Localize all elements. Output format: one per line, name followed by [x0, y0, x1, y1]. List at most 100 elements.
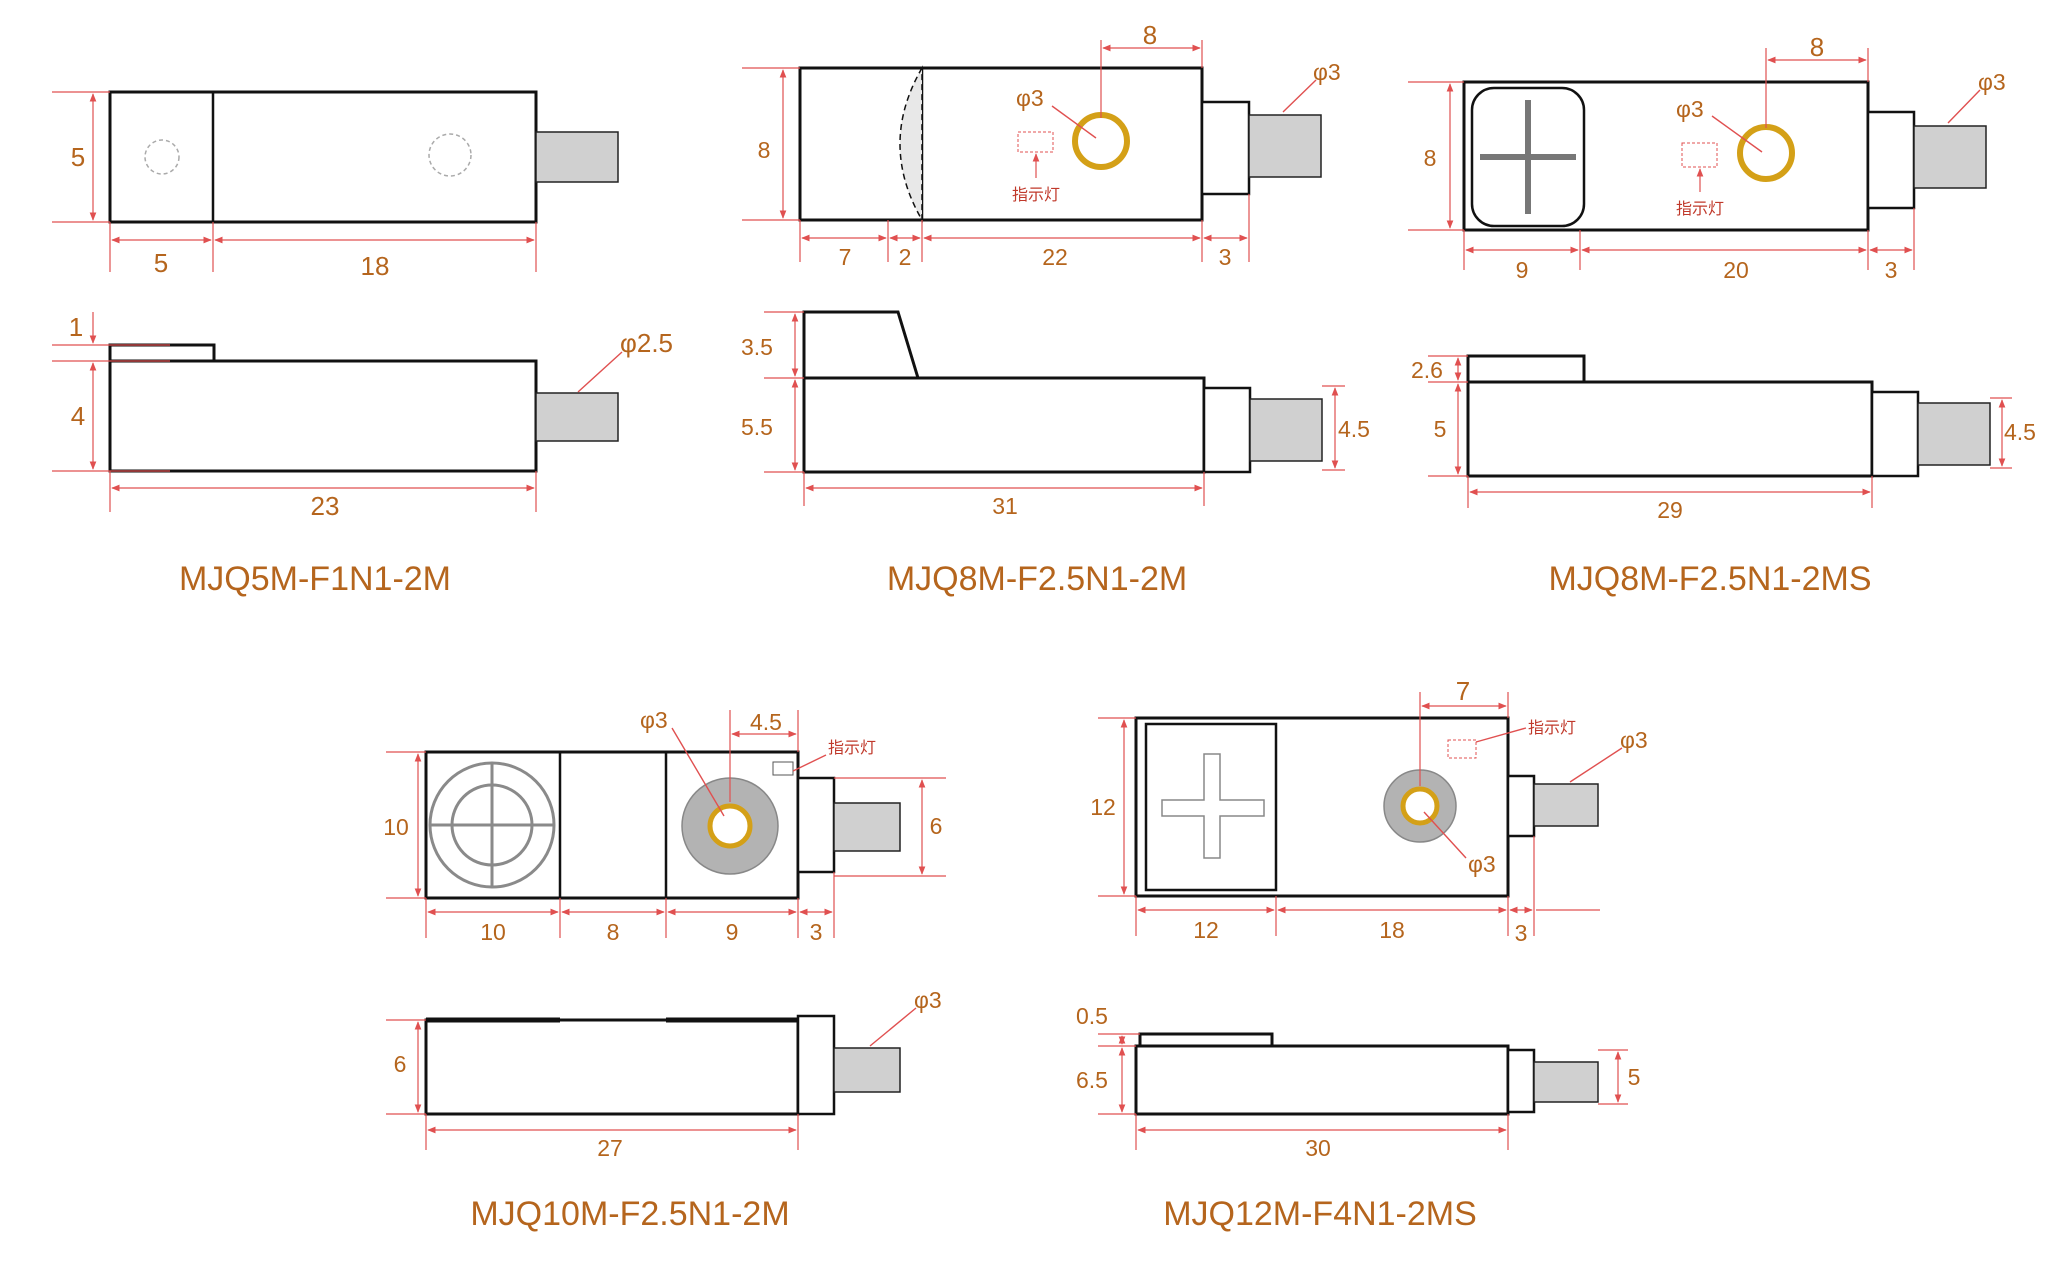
mjq8ms-side-view: 2.6 5 4.5 29 [1411, 354, 2036, 523]
cable-gland [1506, 774, 1536, 838]
dim-tab: 1 [69, 312, 83, 342]
dim-seg3: 3 [1885, 257, 1898, 283]
model-mjq8m: 指示灯 φ3 φ3 8 8 7 [741, 20, 1370, 598]
model-title: MJQ10M-F2.5N1-2M [470, 1195, 789, 1233]
cable-gland [1870, 390, 1920, 478]
indicator-label: 指示灯 [1528, 719, 1576, 737]
dim-led-offset: 4.5 [750, 709, 782, 735]
dim-total: 23 [311, 491, 340, 521]
mjq5m-top-view: 5 5 18 [52, 90, 619, 281]
model-title: MJQ5M-F1N1-2M [179, 560, 451, 598]
dim-total: 30 [1305, 1135, 1331, 1161]
dim-cable: φ3 [1978, 69, 2006, 95]
dim-seg3: 22 [1042, 244, 1068, 270]
dim-height: 12 [1090, 794, 1116, 820]
indicator-label: 指示灯 [828, 739, 876, 757]
led-ring-icon [1400, 786, 1440, 826]
dim-hole: φ3 [640, 707, 668, 733]
dim-cable-height: 5 [1628, 1064, 1641, 1090]
dim-height: 10 [383, 814, 409, 840]
dim-cable-height: 4.5 [2004, 419, 2036, 445]
mjq8ms-top-view: 指示灯 φ3 φ3 8 8 9 20 3 [1408, 32, 2006, 283]
dim-cable-height: 6 [930, 813, 943, 839]
cable-shaft [535, 131, 619, 183]
dim-tab: 0.5 [1076, 1003, 1108, 1029]
dim-cable: φ3 [1620, 727, 1648, 753]
indicator-icon [1447, 739, 1477, 759]
indicator-label: 指示灯 [1012, 186, 1060, 204]
model-mjq12ms: 指示灯 φ3 φ3 7 12 12 18 3 [1076, 676, 1648, 1233]
dim-seg2: 20 [1723, 257, 1749, 283]
model-mjq10m: 指示灯 φ3 4.5 10 6 10 [383, 707, 946, 1233]
dim-seg2: 18 [361, 251, 390, 281]
dim-lower: 5 [1434, 416, 1447, 442]
dim-seg1: 12 [1193, 917, 1219, 943]
dim-hole: φ3 [1468, 851, 1496, 877]
cable-gland [1506, 1048, 1536, 1114]
cable-gland [1202, 386, 1252, 474]
dim-led-offset: 8 [1143, 20, 1157, 50]
dim-seg1: 5 [154, 248, 168, 278]
model-title: MJQ12M-F4N1-2MS [1163, 1195, 1477, 1233]
cable-gland [796, 776, 836, 874]
cable-shaft [833, 1047, 901, 1093]
mjq10m-side-view: φ3 6 27 [386, 987, 942, 1161]
cable-shaft [1533, 1061, 1599, 1103]
dim-body: 4 [71, 401, 85, 431]
model-mjq8ms: 指示灯 φ3 φ3 8 8 9 20 3 [1408, 32, 2036, 598]
sensing-face-icon [899, 65, 923, 223]
dim-height: 8 [1424, 145, 1437, 171]
sensing-face-icon [144, 139, 180, 175]
dim-seg2: 8 [607, 919, 620, 945]
model-title: MJQ8M-F2.5N1-2M [887, 560, 1187, 598]
cable-shaft [1913, 125, 1987, 189]
indicator-icon [772, 761, 794, 776]
dim-total: 27 [597, 1135, 623, 1161]
dim-body: 6.5 [1076, 1067, 1108, 1093]
dim-height: 5 [71, 142, 85, 172]
dim-seg3: 9 [726, 919, 739, 945]
indicator-icon [1017, 131, 1054, 153]
dim-seg1: 9 [1516, 257, 1529, 283]
mjq8m-top-view: 指示灯 φ3 φ3 8 8 7 [742, 20, 1341, 270]
dim-cable: φ2.5 [620, 328, 673, 358]
dim-seg1: 7 [839, 244, 852, 270]
cable-shaft [535, 392, 619, 442]
mjq10m-top-view: 指示灯 φ3 4.5 10 6 10 [383, 707, 946, 945]
dim-cable-height: 4.5 [1338, 416, 1370, 442]
dim-seg2: 2 [899, 244, 912, 270]
dim-lower: 5.5 [741, 414, 773, 440]
cable-shaft [1249, 398, 1323, 462]
dim-hole: φ3 [1016, 85, 1044, 111]
dim-seg3: 3 [1515, 920, 1528, 946]
mjq12ms-side-view: 0.5 6.5 5 30 [1076, 1003, 1640, 1161]
dim-upper: 2.6 [1411, 357, 1443, 383]
mount-hole-icon [428, 133, 472, 177]
dim-upper: 3.5 [741, 334, 773, 360]
cross-icon [1161, 753, 1265, 859]
dim-cable: φ3 [1313, 59, 1341, 85]
led-ring-icon [707, 803, 753, 849]
cable-gland [1200, 100, 1251, 196]
dim-total: 31 [992, 493, 1018, 519]
cable-shaft [1917, 402, 1991, 466]
dim-seg1: 10 [480, 919, 506, 945]
cable-shaft [833, 802, 901, 852]
mjq12ms-top-view: 指示灯 φ3 φ3 7 12 12 18 3 [1090, 676, 1648, 946]
cable-shaft [1248, 114, 1322, 178]
dim-height: 6 [394, 1051, 407, 1077]
model-mjq5m: 5 5 18 1 4 23 φ2.5 [52, 90, 673, 598]
dim-total: 29 [1657, 497, 1683, 523]
mjq5m-side-view: 1 4 23 φ2.5 [52, 312, 673, 521]
dim-seg4: 3 [810, 919, 823, 945]
dim-cable: φ3 [914, 987, 942, 1013]
dim-led-offset: 7 [1456, 676, 1470, 706]
model-title: MJQ8M-F2.5N1-2MS [1548, 560, 1871, 598]
mjq8m-side-view: 3.5 5.5 4.5 31 [741, 310, 1370, 519]
indicator-icon [1681, 142, 1718, 168]
cable-shaft [1533, 783, 1599, 827]
target-icon [428, 761, 556, 889]
indicator-label: 指示灯 [1676, 200, 1724, 218]
dim-hole: φ3 [1676, 96, 1704, 122]
